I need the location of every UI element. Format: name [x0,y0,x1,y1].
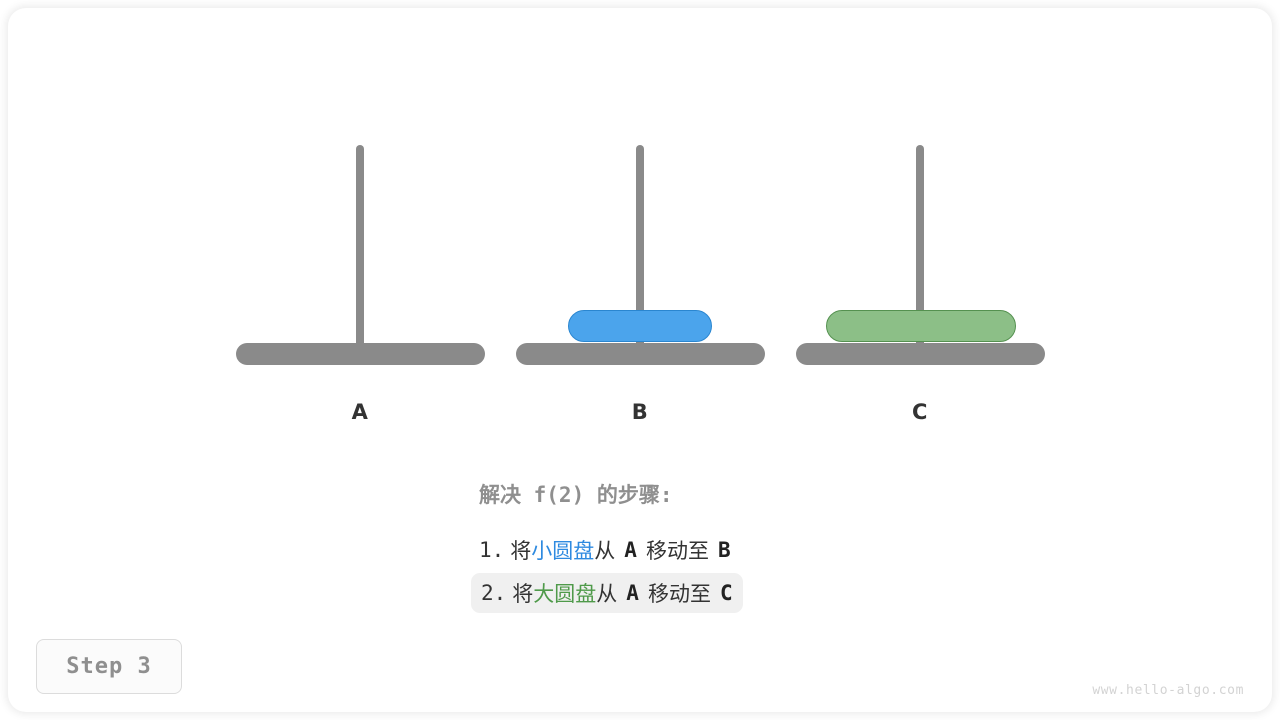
tower-b-base [516,343,765,365]
watermark: www.hello-algo.com [1092,683,1244,698]
step-2-from-word: 从 [596,582,618,606]
tower-c-base [796,343,1045,365]
tower-c-label: C [912,400,928,424]
tower-a-pole [356,145,364,345]
tower-a-base [236,343,485,365]
tower-b-label: B [631,400,649,424]
disk-large-on-tower-c[interactable] [826,310,1016,342]
caption-title: 解决 f(2) 的步骤: [479,483,673,507]
tower-b-pole [636,145,644,345]
step-2-verb: 将 [512,582,534,606]
step-1-from-peg: A [624,538,637,562]
step-line-2: 2. 将 大圆盘 从 A 移动至 C [471,573,743,613]
step-1-from-word: 从 [594,539,616,563]
disk-small-on-tower-b[interactable] [568,310,712,342]
tower-c-pole [916,145,924,345]
step-1-move-word: 移动至 [645,539,709,563]
step-2-to-peg: C [719,581,733,605]
step-2-index: 2. [481,581,507,605]
tower-a-label: A [351,400,369,424]
step-1-object: 小圆盘 [531,539,595,563]
step-2-move-word: 移动至 [647,582,711,606]
step-1-to-peg: B [717,538,731,562]
step-1-index: 1. [479,538,505,562]
step-line-1: 1. 将 小圆盘 从 A 移动至 B [479,533,731,567]
step-1-verb: 将 [510,539,532,563]
step-badge: Step 3 [36,639,182,694]
step-2-object: 大圆盘 [533,582,597,606]
step-2-from-peg: A [626,581,639,605]
